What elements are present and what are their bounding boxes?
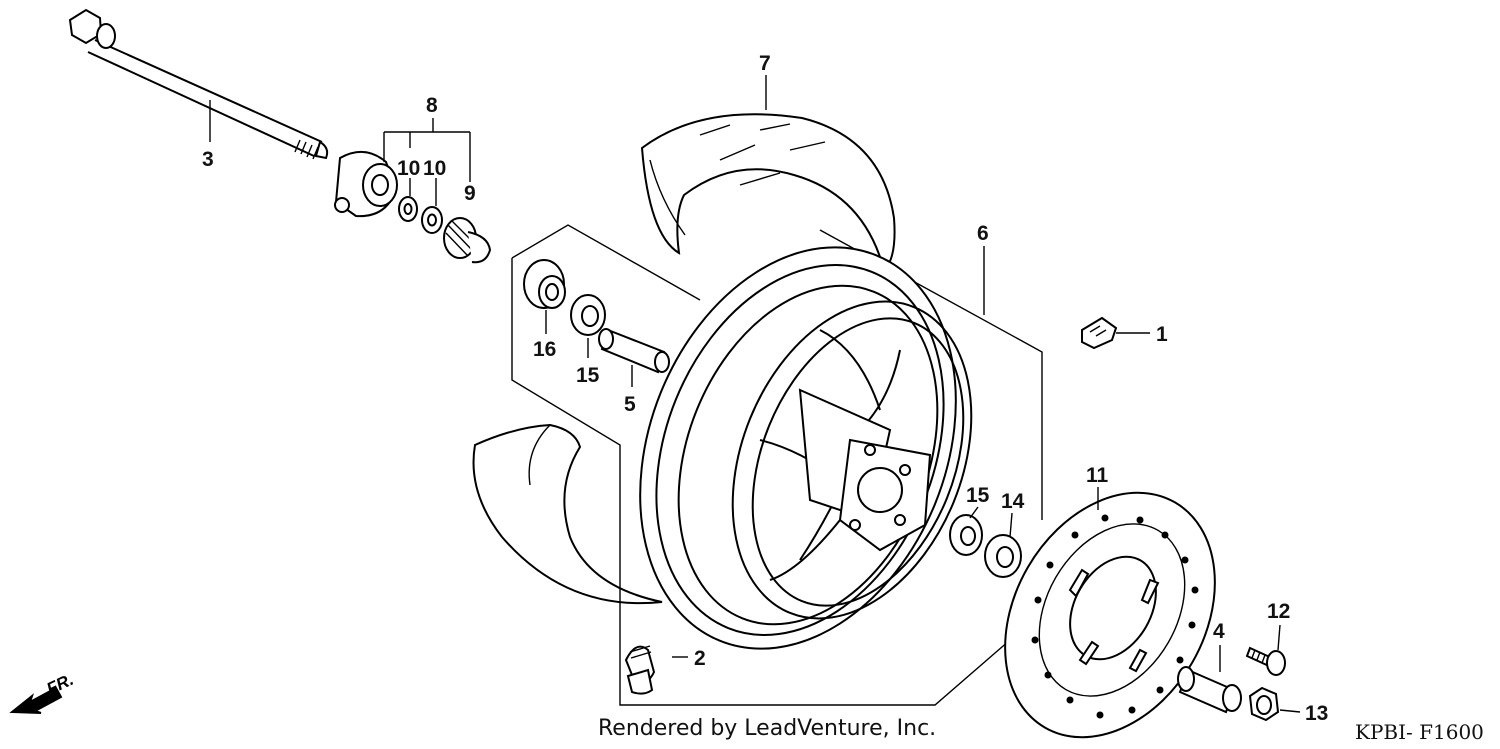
leader-lines <box>209 75 1301 713</box>
callout-10a: 10 <box>397 157 420 180</box>
diagram-code: KPBI- F1600 <box>1355 720 1484 744</box>
callout-5: 5 <box>624 393 636 416</box>
callout-16: 16 <box>533 338 556 361</box>
axle-bolt-part[interactable] <box>68 8 329 160</box>
callout-4: 4 <box>1213 620 1225 643</box>
clip-part[interactable] <box>1081 316 1118 350</box>
distance-collar-part[interactable] <box>598 328 670 374</box>
callout-7: 7 <box>759 52 771 75</box>
callout-6: 6 <box>977 222 989 245</box>
washer-part-10a[interactable] <box>398 196 418 222</box>
washer-part-10b[interactable] <box>421 206 443 234</box>
callout-9: 9 <box>464 182 476 205</box>
disc-bolt-part[interactable] <box>1245 646 1286 676</box>
callout-12: 12 <box>1267 600 1290 623</box>
bearing-part-15b[interactable] <box>949 514 983 556</box>
callout-1: 1 <box>1156 323 1168 346</box>
callout-15b: 15 <box>966 484 990 507</box>
credit-text: Rendered by LeadVenture, Inc. <box>598 716 937 741</box>
side-collar-part[interactable] <box>523 259 566 309</box>
callout-11: 11 <box>1086 464 1109 487</box>
axle-nut-part[interactable] <box>1248 686 1280 722</box>
callout-13: 13 <box>1305 702 1328 725</box>
callout-2: 2 <box>694 647 706 670</box>
bearing-part-15a[interactable] <box>570 294 606 336</box>
front-wheel-part[interactable] <box>583 200 1016 697</box>
callout-10b: 10 <box>423 157 446 180</box>
callout-15a: 15 <box>576 364 600 387</box>
callout-8: 8 <box>426 94 438 117</box>
tire-valve-part[interactable] <box>624 645 656 695</box>
tire-part[interactable] <box>472 113 896 605</box>
callout-14: 14 <box>1001 490 1025 513</box>
side-collar-part-4[interactable] <box>1177 666 1242 714</box>
bearing-part-14[interactable] <box>984 534 1022 578</box>
speedometer-gearbox-part[interactable] <box>334 151 398 218</box>
brake-disc-part[interactable] <box>963 455 1258 749</box>
gear-part-9[interactable] <box>443 217 492 264</box>
front-direction-arrow: FR. <box>9 670 77 714</box>
callout-3: 3 <box>202 148 214 171</box>
